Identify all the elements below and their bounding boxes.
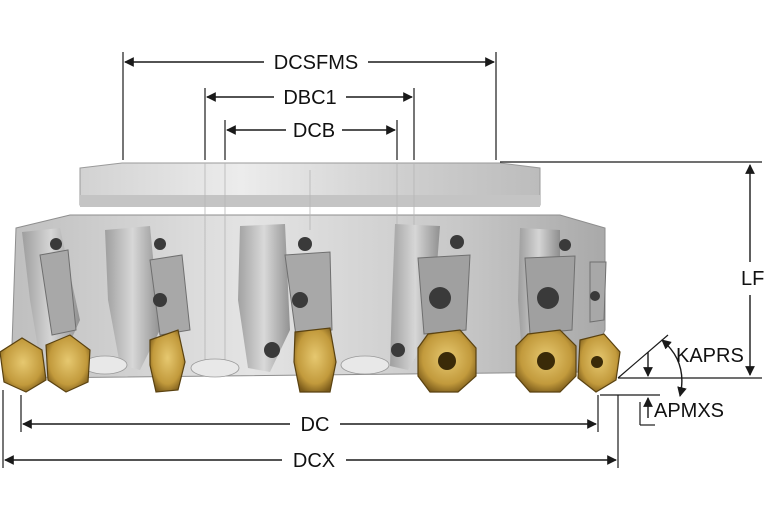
insert-center-screws xyxy=(438,352,603,370)
label-dcx: DCX xyxy=(293,450,335,472)
label-kaprs: KAPRS xyxy=(676,345,744,367)
label-apmxs: APMXS xyxy=(654,400,724,422)
dimension-arrows xyxy=(4,57,755,465)
label-dcsfms: DCSFMS xyxy=(274,52,358,74)
label-dbc1: DBC1 xyxy=(283,87,336,109)
cutting-inserts xyxy=(0,327,621,393)
label-lf: LF xyxy=(741,268,764,290)
dimension-lines xyxy=(2,52,762,468)
label-dcb: DCB xyxy=(293,120,335,142)
label-dc: DC xyxy=(301,414,330,436)
